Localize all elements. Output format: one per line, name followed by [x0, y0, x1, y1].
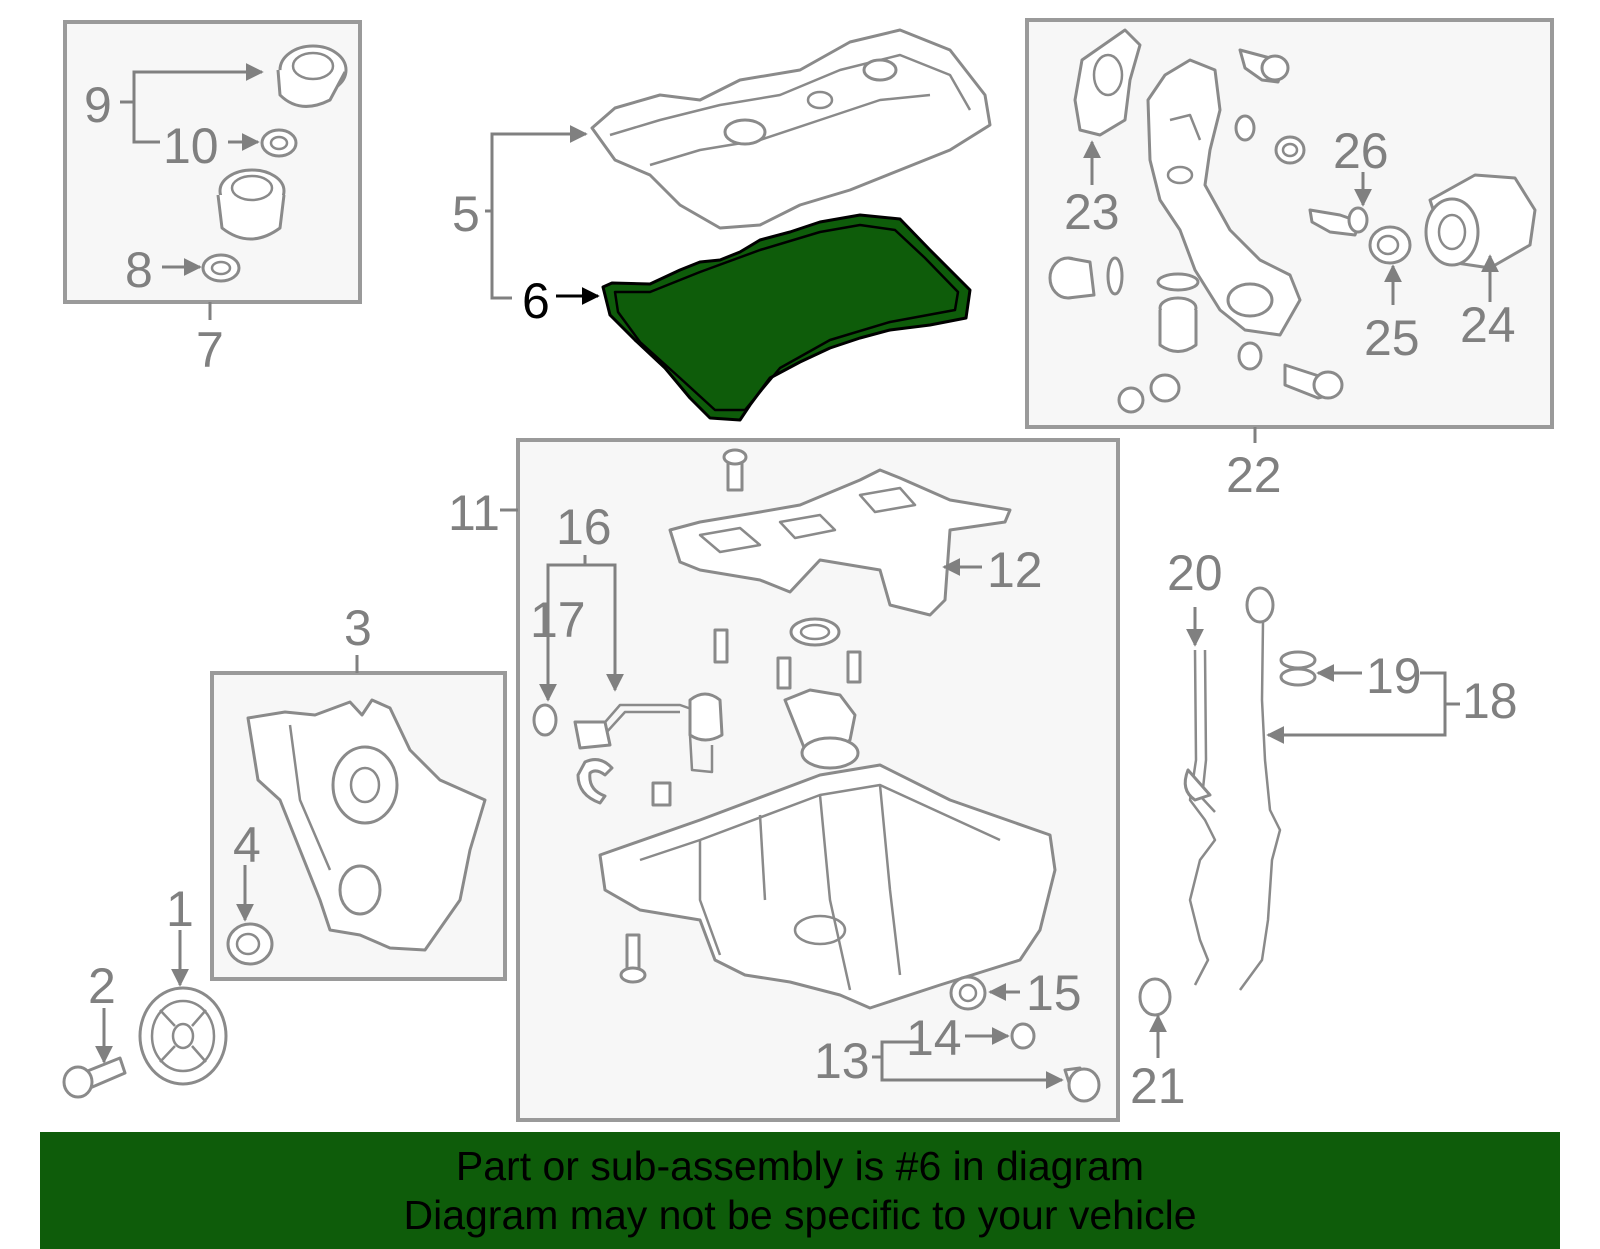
dipstick-tube-20[interactable] — [1183, 649, 1217, 986]
banner-line-1: Part or sub-assembly is #6 in diagram — [455, 1142, 1145, 1189]
drain-plug-13[interactable] — [1063, 1066, 1101, 1103]
callout-12: 12 — [987, 542, 1043, 598]
plug-pair[interactable] — [1117, 373, 1181, 414]
filler-tube-cap[interactable] — [216, 168, 286, 241]
washer-small[interactable] — [1234, 114, 1256, 142]
callout-8: 8 — [125, 242, 153, 298]
callout-17: 17 — [530, 592, 586, 648]
callout-6: 6 — [522, 273, 550, 329]
callout-20: 20 — [1167, 545, 1223, 601]
dipstick-seal-19[interactable] — [1279, 650, 1317, 687]
bolt-lower[interactable] — [1283, 363, 1344, 400]
balancer-bolt-2[interactable] — [62, 1056, 127, 1099]
pickup-seal[interactable] — [789, 617, 841, 647]
dowel-pin[interactable] — [651, 781, 672, 807]
o-ring-left[interactable] — [1106, 256, 1124, 296]
oil-pressure-sensor-26[interactable] — [1308, 206, 1369, 237]
washer-14[interactable] — [1010, 1022, 1036, 1050]
washer-lower[interactable] — [1237, 341, 1263, 371]
callout-7: 7 — [196, 322, 224, 378]
crankshaft-balancer-1[interactable] — [138, 986, 228, 1086]
callout-26: 26 — [1333, 123, 1389, 179]
plug-small[interactable] — [1274, 135, 1306, 165]
callout-3: 3 — [344, 600, 372, 656]
oil-pump-pickup-assembly[interactable] — [1146, 58, 1302, 337]
bolts-center[interactable] — [713, 628, 862, 690]
callout-22: 22 — [1226, 447, 1282, 503]
plug-15[interactable] — [949, 975, 987, 1011]
callout-10: 10 — [163, 118, 219, 174]
callout-11: 11 — [448, 485, 500, 541]
callout-2: 2 — [88, 958, 116, 1014]
oil-level-indicator-18[interactable] — [1238, 586, 1282, 991]
plug-left[interactable] — [1048, 256, 1096, 300]
o-ring-17[interactable] — [532, 703, 558, 737]
engine-front-cover-3[interactable] — [246, 698, 487, 952]
callout-1: 1 — [166, 881, 194, 937]
callout-15: 15 — [1026, 965, 1082, 1021]
adapter-gasket-23[interactable] — [1073, 28, 1142, 137]
callout-13: 13 — [814, 1033, 870, 1089]
callout-23: 23 — [1064, 184, 1120, 240]
cap-seal-10[interactable] — [260, 128, 298, 158]
callout-18: 18 — [1462, 673, 1518, 729]
banner-line-2: Diagram may not be specific to your vehi… — [403, 1191, 1197, 1238]
oil-filler-cap-9[interactable] — [276, 44, 348, 108]
callout-25: 25 — [1364, 310, 1420, 366]
callout-19: 19 — [1366, 648, 1422, 704]
windage-tray-12[interactable] — [668, 468, 1012, 617]
callout-labels: 9 10 8 7 5 6 23 26 25 24 22 11 16 12 17 … — [84, 77, 1518, 1114]
oil-filter-24[interactable] — [1424, 173, 1537, 270]
callout-21: 21 — [1130, 1058, 1186, 1114]
callout-5: 5 — [452, 186, 480, 242]
tray-bolt-top[interactable] — [722, 448, 748, 492]
seal-8[interactable] — [201, 253, 241, 283]
washer-21[interactable] — [1138, 977, 1172, 1017]
valve-cover-5[interactable] — [590, 28, 992, 230]
info-banner: Part or sub-assembly is #6 in diagram Di… — [40, 1132, 1560, 1249]
callout-9: 9 — [84, 77, 112, 133]
oil-pan-11[interactable] — [598, 763, 1057, 1010]
pan-bolt-left[interactable] — [619, 933, 647, 984]
callout-4: 4 — [233, 817, 261, 873]
retainer-clip[interactable] — [576, 758, 614, 805]
oil-pickup-tube[interactable] — [783, 688, 860, 770]
filter-fitting-25[interactable] — [1368, 225, 1412, 265]
valve-cover-gasket-6[interactable] — [601, 213, 972, 422]
callout-24: 24 — [1460, 297, 1516, 353]
callout-14: 14 — [906, 1010, 962, 1066]
callout-16: 16 — [556, 499, 612, 555]
oil-level-sensor-16[interactable] — [573, 692, 724, 774]
leader-lines — [95, 63, 1499, 1089]
bolt-top[interactable] — [1238, 48, 1290, 84]
plug-center[interactable] — [1156, 272, 1200, 353]
front-crank-seal-4[interactable] — [226, 922, 274, 966]
